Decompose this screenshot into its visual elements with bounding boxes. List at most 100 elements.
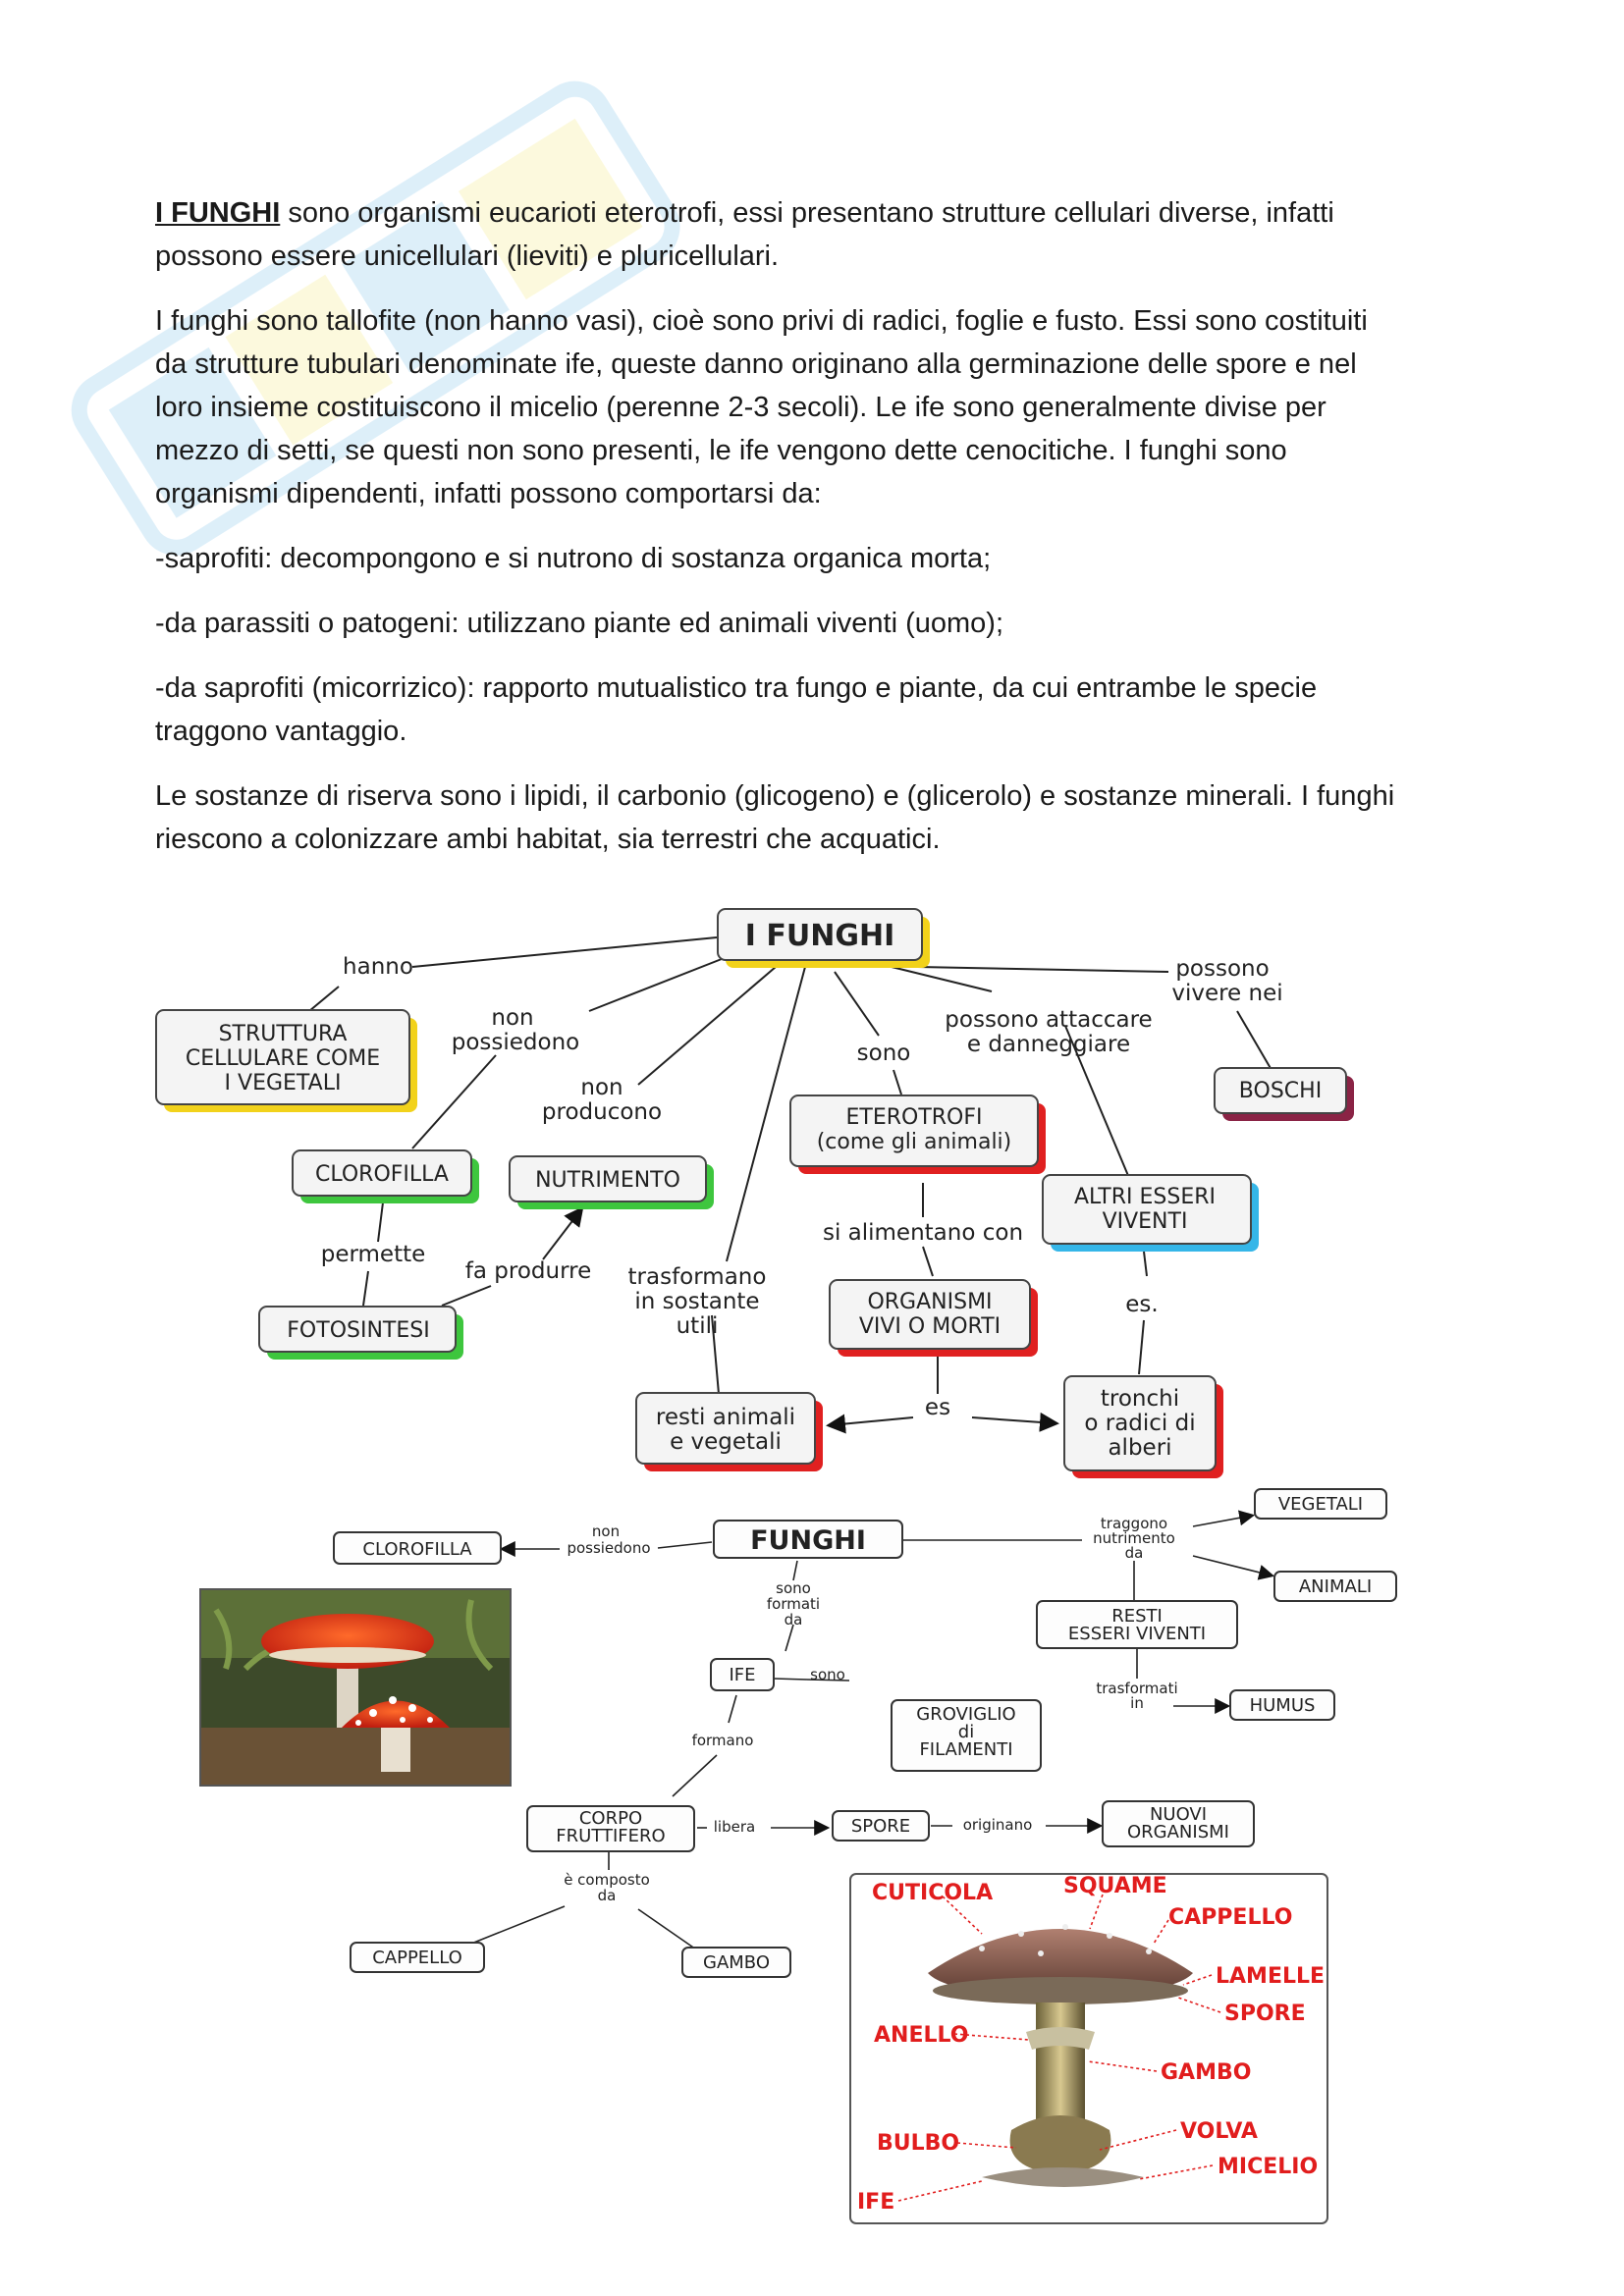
map2-gambo: GAMBO [703,1952,770,1973]
map1-nutrimento: NUTRIMENTO [535,1168,680,1193]
map1-link-trasformano-2: in sostante [634,1289,759,1314]
map1-struttura-1: STRUTTURA [219,1022,348,1046]
map2-root: FUNGHI [750,1525,866,1556]
map1-fotosintesi: FOTOSINTESI [287,1318,429,1343]
map2-link-formano: formano [692,1732,754,1749]
map1-link-es: es [925,1395,950,1420]
map2-nuovi-1: NUOVI [1150,1804,1207,1825]
map2-link-in: in [1130,1694,1144,1712]
map1-boxes [155,908,1354,1478]
map2-nuovi-2: ORGANISMI [1127,1822,1229,1842]
paragraph-1: I FUNGHI sono organismi eucarioti eterot… [155,197,1334,272]
map1-tronchi-1: tronchi [1101,1386,1179,1412]
concept-map-2 [465,1510,1275,1952]
map1-tronchi-3: alberi [1108,1435,1171,1461]
map1-boschi: BOSCHI [1239,1079,1322,1103]
label-bulbo: BULBO [877,2131,959,2156]
map1-link-permette: permette [321,1242,426,1267]
map1-link-vivere-1: possono [1175,956,1269,982]
paragraph-5: -da saprofiti (micorrizico): rapporto mu… [155,672,1318,747]
map2-link-da: da [785,1611,803,1629]
map2-link-traggono-da: da [1125,1544,1144,1562]
label-lamelle: LAMELLE [1216,1964,1325,1989]
map1-link-non-possiedono-1: non [491,1005,533,1031]
map2-link-nutrimento: nutrimento [1093,1529,1175,1547]
mushroom-photo [199,1588,512,1787]
map2-link-possiedono: possiedono [567,1539,650,1557]
map1-link-non-producono-2: producono [542,1099,662,1125]
map2-groviglio-2: di [958,1722,974,1742]
label-squame: SQUAME [1063,1874,1167,1898]
map1-struttura-3: I VEGETALI [225,1071,342,1095]
label-spore: SPORE [1224,2002,1306,2026]
map1-tronchi-2: o radici di [1084,1411,1195,1436]
map2-link-traggono: traggono [1101,1515,1167,1532]
map2-spore: SPORE [851,1816,910,1837]
map1-eterotrofi-1: ETEROTROFI [845,1105,982,1130]
label-cappello: CAPPELLO [1168,1905,1292,1930]
label-gambo: GAMBO [1161,2060,1251,2085]
map2-link-ife-sono: sono [810,1666,845,1683]
map2-groviglio-1: GROVIGLIO [916,1704,1015,1725]
map1-clorofilla: CLOROFILLA [315,1162,449,1187]
map1-resti-1: resti animali [656,1405,795,1430]
label-cuticola: CUTICOLA [872,1881,993,1905]
map1-eterotrofi-2: (come gli animali) [817,1130,1012,1154]
label-volva: VOLVA [1180,2119,1258,2144]
map1-organismi-1: ORGANISMI [867,1290,992,1314]
lead-term: I FUNGHI [155,197,281,229]
map1-link-attaccare-1: possono attaccare [945,1007,1152,1033]
map1-link-non-producono-1: non [580,1075,623,1100]
map2-animali: ANIMALI [1299,1576,1372,1597]
document-text: I FUNGHI sono organismi eucarioti eterot… [155,191,1471,882]
map2-corpo-2: FRUTTIFERO [556,1826,665,1846]
map2-resti-1: RESTI [1111,1606,1163,1627]
map1-link-attaccare-2: e danneggiare [967,1032,1130,1057]
map1-link-si-alimentano: si alimentano con [823,1220,1023,1246]
map1-altri-2: VIVENTI [1103,1209,1188,1234]
diagram-labels: CUTICOLA SQUAME CAPPELLO LAMELLE SPORE A… [857,1874,1325,2215]
map2-clorofilla: CLOROFILLA [362,1539,472,1560]
map2-link-formati: formati [767,1595,820,1613]
map2-link-libera: libera [714,1818,755,1836]
map2-link-trasformati: trasformati [1096,1680,1177,1697]
map1-link-trasformano-3: utili [677,1313,719,1339]
map2-resti-2: ESSERI VIVENTI [1068,1624,1206,1644]
map2-link-sono: sono [776,1579,811,1597]
map1-texts: I FUNGHI hanno STRUTTURA CELLULARE COME … [186,919,1322,1461]
map1-link-es-dot: es. [1125,1292,1158,1317]
map1-link-fa-produrre: fa produrre [465,1258,591,1284]
map1-root: I FUNGHI [745,919,894,953]
map2-vegetali: VEGETALI [1278,1494,1363,1515]
map2-boxes [333,1488,1397,1978]
map2-humus: HUMUS [1250,1695,1316,1716]
map1-link-trasformano-1: trasformano [628,1264,767,1290]
paragraph-6: Le sostanze di riserva sono i lipidi, il… [155,780,1395,855]
label-ife: IFE [857,2190,894,2215]
map1-link-hanno: hanno [343,954,413,980]
map1-altri-1: ALTRI ESSERI [1074,1185,1216,1209]
map1-link-sono: sono [857,1041,911,1066]
map1-struttura-2: CELLULARE COME [186,1046,380,1071]
label-anello: ANELLO [874,2023,968,2048]
map2-groviglio-3: FILAMENTI [919,1739,1012,1760]
map2-texts: FUNGHI CLOROFILLA non possiedono sono fo… [362,1494,1372,1973]
concept-map-1 [308,936,1272,1434]
paragraph-3: -saprofiti: decompongono e si nutrono di… [155,543,992,574]
map1-link-vivere-2: vivere nei [1171,981,1282,1006]
map2-link-composto: è composto [564,1871,650,1889]
paragraph-2: I funghi sono tallofite (non hanno vasi)… [155,305,1368,509]
map2-link-originano: originano [963,1816,1033,1834]
map2-link-composto-da: da [598,1887,617,1904]
map1-organismi-2: VIVI O MORTI [859,1314,1001,1339]
map2-link-non: non [592,1522,620,1540]
label-micelio: MICELIO [1218,2155,1318,2179]
map2-corpo-1: CORPO [579,1808,642,1829]
map2-cappello: CAPPELLO [372,1948,462,1968]
mushroom-anatomy-diagram: CUTICOLA SQUAME CAPPELLO LAMELLE SPORE A… [849,1873,1328,2224]
map2-ife: IFE [729,1665,755,1685]
paragraph-4: -da parassiti o patogeni: utilizzano pia… [155,608,1004,639]
map1-link-non-possiedono-2: possiedono [452,1030,580,1055]
map1-resti-2: e vegetali [670,1429,782,1455]
